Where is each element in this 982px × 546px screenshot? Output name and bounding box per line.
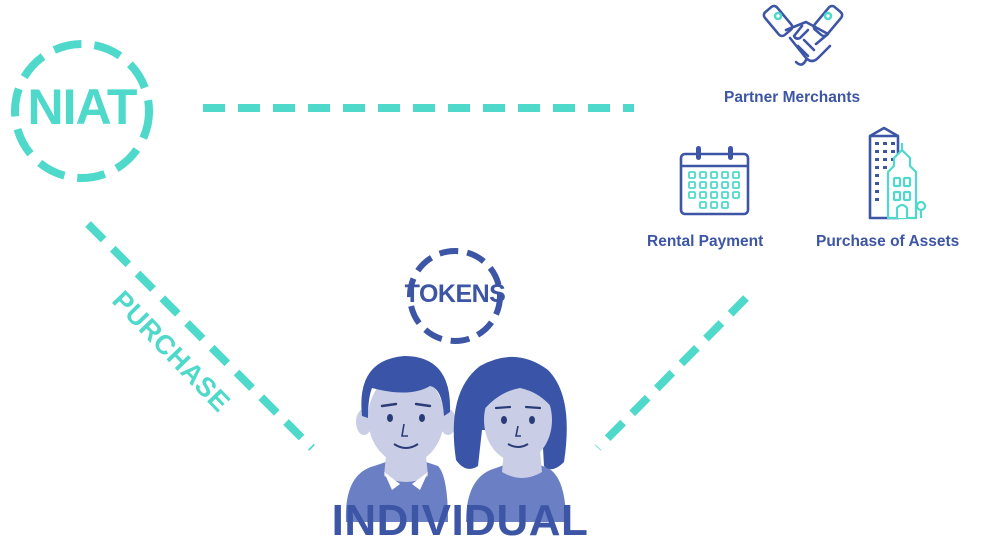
merchants-to-individual-connector: [595, 295, 749, 451]
niat-node-label: NIAT: [27, 79, 138, 135]
rental-payment-label: Rental Payment: [647, 233, 764, 250]
calendar-icon: [679, 146, 750, 216]
building-icon: [868, 126, 927, 220]
female-avatar-icon: [453, 356, 567, 522]
niat-ring: [11, 40, 153, 182]
tokens-ring: [407, 248, 503, 344]
tokens-label: TOKENS: [404, 280, 506, 308]
purchase-of-assets-label: Purchase of Assets: [816, 233, 960, 250]
partner-merchants-label: Partner Merchants: [724, 89, 861, 106]
handshake-icon: [762, 4, 844, 66]
male-avatar-icon: [345, 356, 456, 522]
purchase-connector: [85, 221, 315, 451]
individual-label: INDIVIDUAL: [331, 496, 589, 545]
